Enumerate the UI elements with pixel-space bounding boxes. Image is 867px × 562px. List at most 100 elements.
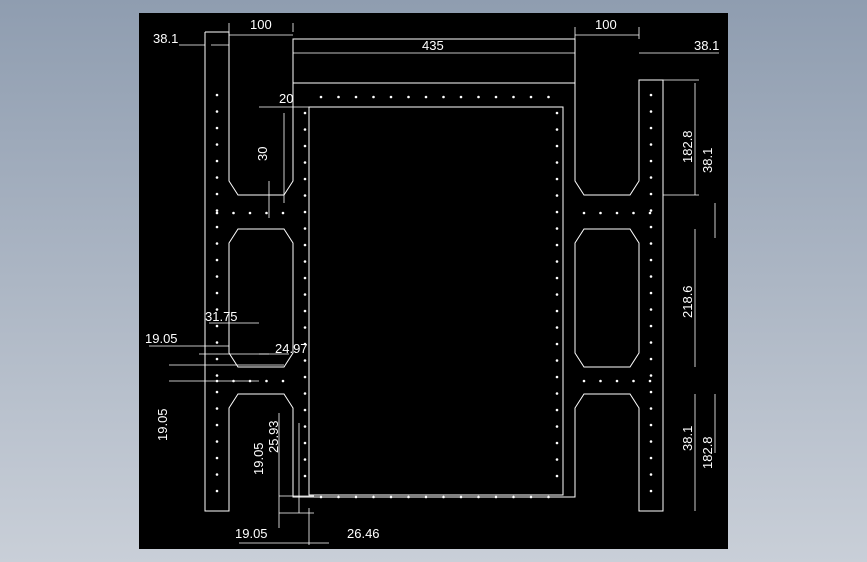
bolt-hole-dot <box>215 143 219 146</box>
bolt-hole-dot <box>529 495 533 499</box>
bolt-hole-dot <box>372 95 375 99</box>
bolt-hole-dot <box>649 126 653 130</box>
bolt-hole-dot <box>649 423 653 427</box>
bolt-hole-dot <box>582 379 586 383</box>
bolt-hole-dot <box>512 495 515 499</box>
bolt-hole-dot <box>389 495 393 499</box>
dimension-lines <box>149 23 719 545</box>
bolt-hole-dot <box>459 95 463 99</box>
dim-435: 435 <box>422 38 444 53</box>
bolt-hole-pattern <box>215 93 653 499</box>
bolt-hole-dot <box>303 441 307 445</box>
bolt-hole-dot <box>615 211 619 215</box>
dim-38-1-right-bottom: 38.1 <box>680 426 695 451</box>
bolt-hole-dot <box>215 390 219 394</box>
bolt-hole-dot <box>215 357 219 361</box>
bolt-hole-dot <box>215 473 219 476</box>
bolt-hole-dot <box>555 309 559 313</box>
bolt-hole-dot <box>649 324 653 328</box>
bolt-hole-dot <box>215 374 219 377</box>
bolt-hole-dot <box>248 379 252 383</box>
bolt-hole-dot <box>555 359 559 362</box>
bolt-hole-dot <box>599 379 602 383</box>
bolt-hole-dot <box>648 379 652 383</box>
bolt-hole-dot <box>615 379 619 383</box>
bolt-hole-dot <box>555 161 559 164</box>
bolt-hole-dot <box>215 291 219 295</box>
bolt-hole-dot <box>555 326 559 329</box>
bolt-hole-dot <box>303 309 307 313</box>
bolt-hole-dot <box>389 95 393 99</box>
bolt-hole-dot <box>303 260 307 263</box>
bolt-hole-dot <box>459 495 463 499</box>
bolt-hole-dot <box>281 211 285 215</box>
bolt-hole-dot <box>632 379 635 383</box>
dim-38-1-top-right: 38.1 <box>694 38 719 53</box>
bolt-hole-dot <box>215 275 219 278</box>
part-outline <box>204 31 664 512</box>
bolt-hole-dot <box>215 242 219 245</box>
bolt-hole-dot <box>555 227 559 230</box>
bolt-hole-dot <box>215 192 219 196</box>
bolt-hole-dot <box>303 144 307 148</box>
dim-182-8-top: 182.8 <box>680 130 695 163</box>
bolt-hole-dot <box>303 474 307 478</box>
bolt-hole-dot <box>649 473 653 476</box>
bolt-hole-dot <box>303 227 307 230</box>
dim-24-97: 24.97 <box>275 341 308 356</box>
bolt-hole-dot <box>649 390 653 394</box>
bolt-hole-dot <box>215 407 219 410</box>
bolt-hole-dot <box>649 440 653 443</box>
bolt-hole-dot <box>303 392 307 395</box>
bolt-hole-dot <box>215 489 219 493</box>
bolt-hole-dot <box>215 225 219 229</box>
bolt-hole-dot <box>303 177 307 181</box>
bolt-hole-dot <box>303 128 307 131</box>
bolt-hole-dot <box>555 458 559 461</box>
bolt-hole-dot <box>477 95 480 99</box>
left-middle-opening <box>228 228 294 368</box>
dim-26-46: 26.46 <box>347 526 380 541</box>
dim-19-05-vertical: 19.05 <box>155 408 170 441</box>
bolt-hole-dot <box>649 341 653 344</box>
bolt-hole-dot <box>303 359 307 362</box>
bolt-hole-dot <box>215 379 219 383</box>
bolt-hole-dot <box>215 176 219 179</box>
bolt-hole-dot <box>303 210 307 214</box>
bolt-hole-dot <box>649 93 653 97</box>
bolt-hole-dot <box>582 211 586 215</box>
bolt-hole-dot <box>649 258 653 262</box>
bolt-hole-dot <box>354 495 358 499</box>
bolt-hole-dot <box>442 95 445 99</box>
bolt-hole-dot <box>555 425 559 428</box>
dim-38-1-top-left: 38.1 <box>153 31 178 46</box>
bolt-hole-dot <box>215 258 219 262</box>
bolt-hole-dot <box>649 275 653 278</box>
bolt-hole-dot <box>215 159 219 163</box>
bolt-hole-dot <box>632 211 635 215</box>
bolt-hole-dot <box>303 342 307 346</box>
bolt-hole-dot <box>494 495 498 499</box>
bolt-hole-dot <box>215 93 219 97</box>
bolt-hole-dot <box>319 495 323 499</box>
bolt-hole-dot <box>337 495 340 499</box>
bolt-hole-dot <box>337 95 340 99</box>
bolt-hole-dot <box>648 211 652 215</box>
bolt-hole-dot <box>555 243 559 247</box>
bolt-hole-dot <box>265 211 268 215</box>
bolt-hole-dot <box>215 308 219 311</box>
bolt-hole-dot <box>555 260 559 263</box>
bolt-hole-dot <box>599 211 602 215</box>
dim-38-1-right-top: 38.1 <box>700 148 715 173</box>
bolt-hole-dot <box>649 357 653 361</box>
bolt-hole-dot <box>232 379 235 383</box>
bolt-hole-dot <box>215 440 219 443</box>
cad-viewport[interactable]: 38.1 100 435 100 38.1 20 30 182.8 38.1 2… <box>139 13 728 549</box>
bolt-hole-dot <box>555 392 559 395</box>
bolt-hole-dot <box>303 458 307 461</box>
bolt-hole-dot <box>649 456 653 460</box>
cad-drawing: 38.1 100 435 100 38.1 20 30 182.8 38.1 2… <box>145 17 719 545</box>
bolt-hole-dot <box>303 161 307 164</box>
bolt-hole-dot <box>512 95 515 99</box>
dim-100-top-left: 100 <box>250 17 272 32</box>
